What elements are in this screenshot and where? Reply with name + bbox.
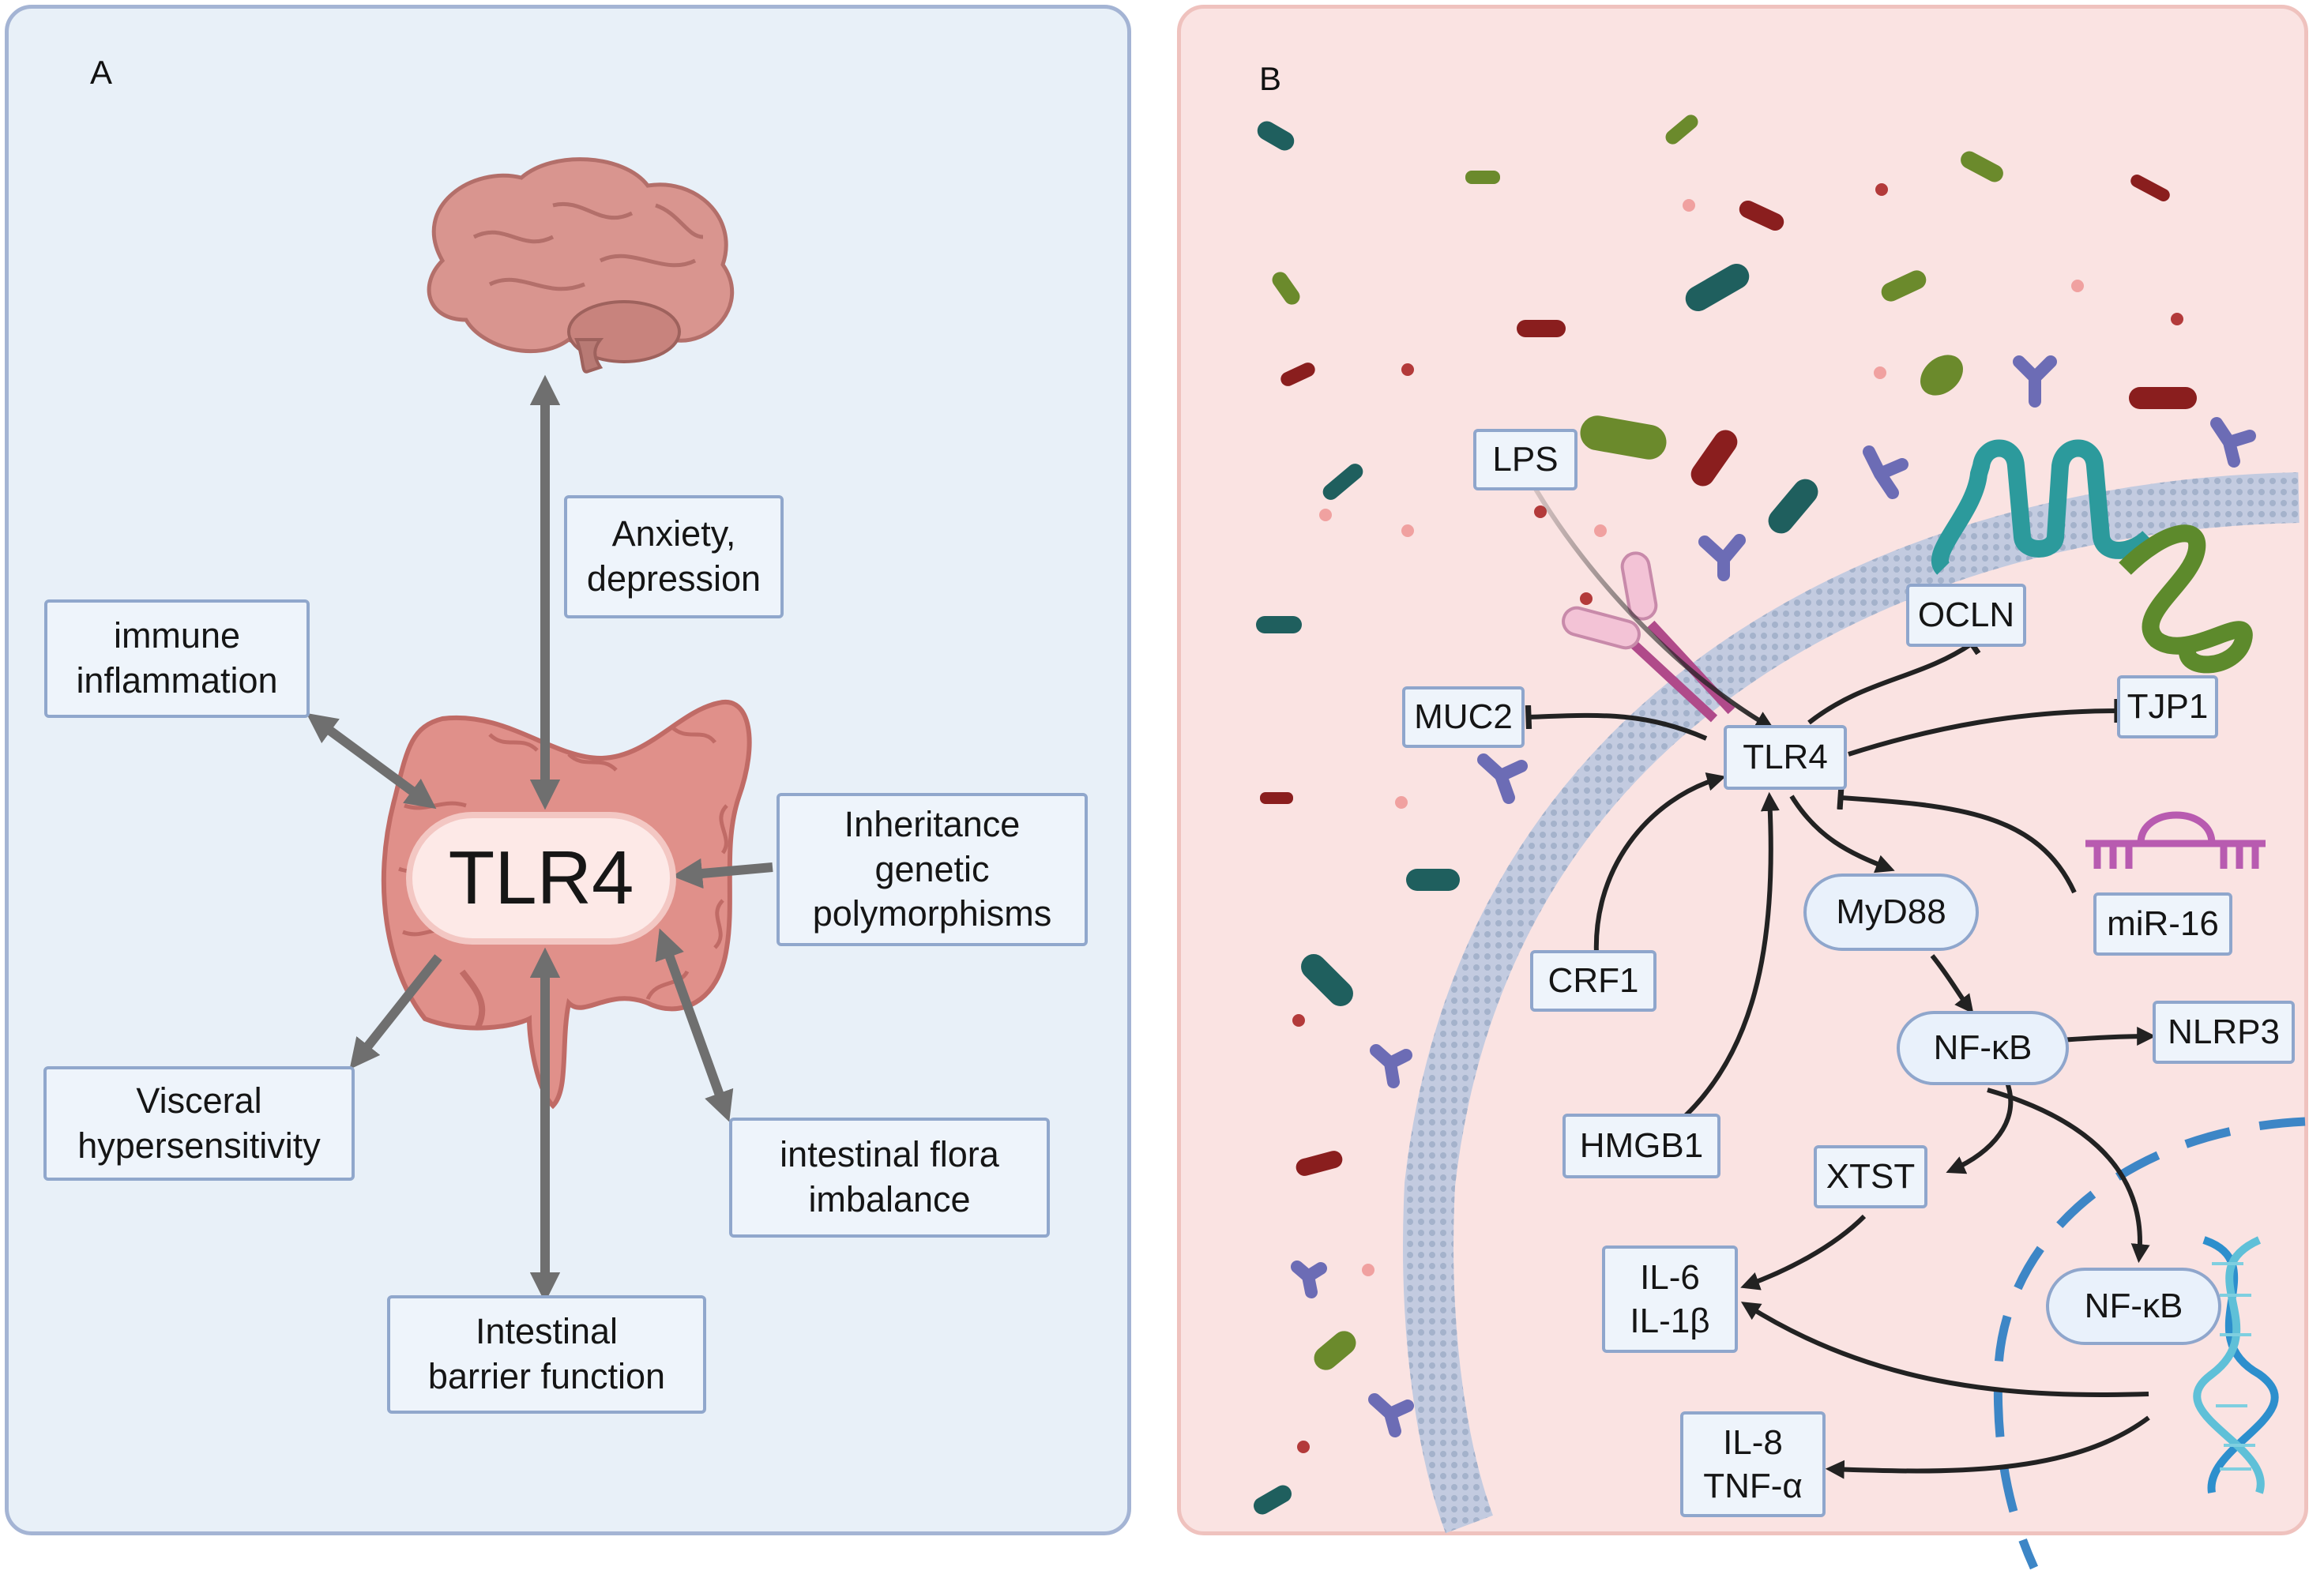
mir16-box: miR-16 (2093, 892, 2232, 956)
tjp1-protein-illustration (2119, 524, 2253, 674)
panel-a-letter: A (90, 54, 113, 91)
tjp1-box: TJP1 (2117, 675, 2218, 738)
brain-illustration (427, 157, 735, 374)
dots-decor (1292, 183, 2183, 1453)
myd88-pill: MyD88 (1803, 874, 1979, 951)
lps-box: LPS (1473, 429, 1578, 490)
immune-inflammation-box: immune inflammation (44, 599, 310, 718)
ocln-protein-illustration (1931, 439, 2155, 575)
nfkb-nucleus-pill: NF-κB (2046, 1268, 2221, 1345)
pathway-arrows (1525, 474, 2157, 1479)
crf1-box: CRF1 (1530, 950, 1657, 1012)
intestinal-barrier-box: Intestinal barrier function (387, 1295, 706, 1414)
xtst-box: XTST (1814, 1145, 1927, 1208)
anxiety-depression-box: Anxiety, depression (564, 495, 784, 618)
nfkb-pill: NF-κB (1897, 1011, 2069, 1085)
visceral-hypersensitivity-box: Visceral hypersensitivity (43, 1066, 355, 1181)
nucleus-boundary (1993, 1117, 2306, 1570)
dna-helix-illustration (2193, 1236, 2279, 1494)
il6-il1b-box: IL-6 IL-1β (1602, 1245, 1738, 1353)
muc2-box: MUC2 (1402, 686, 1525, 748)
mir16-hairpin-illustration (2085, 811, 2266, 869)
intestinal-flora-box: intestinal flora imbalance (729, 1118, 1050, 1238)
panel-b-letter: B (1259, 60, 1282, 97)
tlr4-box: TLR4 (1724, 725, 1847, 790)
ocln-box: OCLN (1906, 584, 2026, 647)
tlr4-center-label: TLR4 (406, 812, 676, 945)
nlrp3-box: NLRP3 (2153, 1001, 2295, 1064)
hmgb1-box: HMGB1 (1562, 1114, 1720, 1178)
antibodies-decor (1291, 355, 2256, 1437)
inheritance-box: Inheritance genetic polymorphisms (777, 793, 1088, 946)
panel-a-arrows (306, 374, 773, 1303)
tlr4-receptor-illustration (1562, 551, 1735, 723)
bacteria-decor (1254, 115, 2197, 1515)
il8-tnfa-box: IL-8 TNF-α (1680, 1411, 1826, 1517)
